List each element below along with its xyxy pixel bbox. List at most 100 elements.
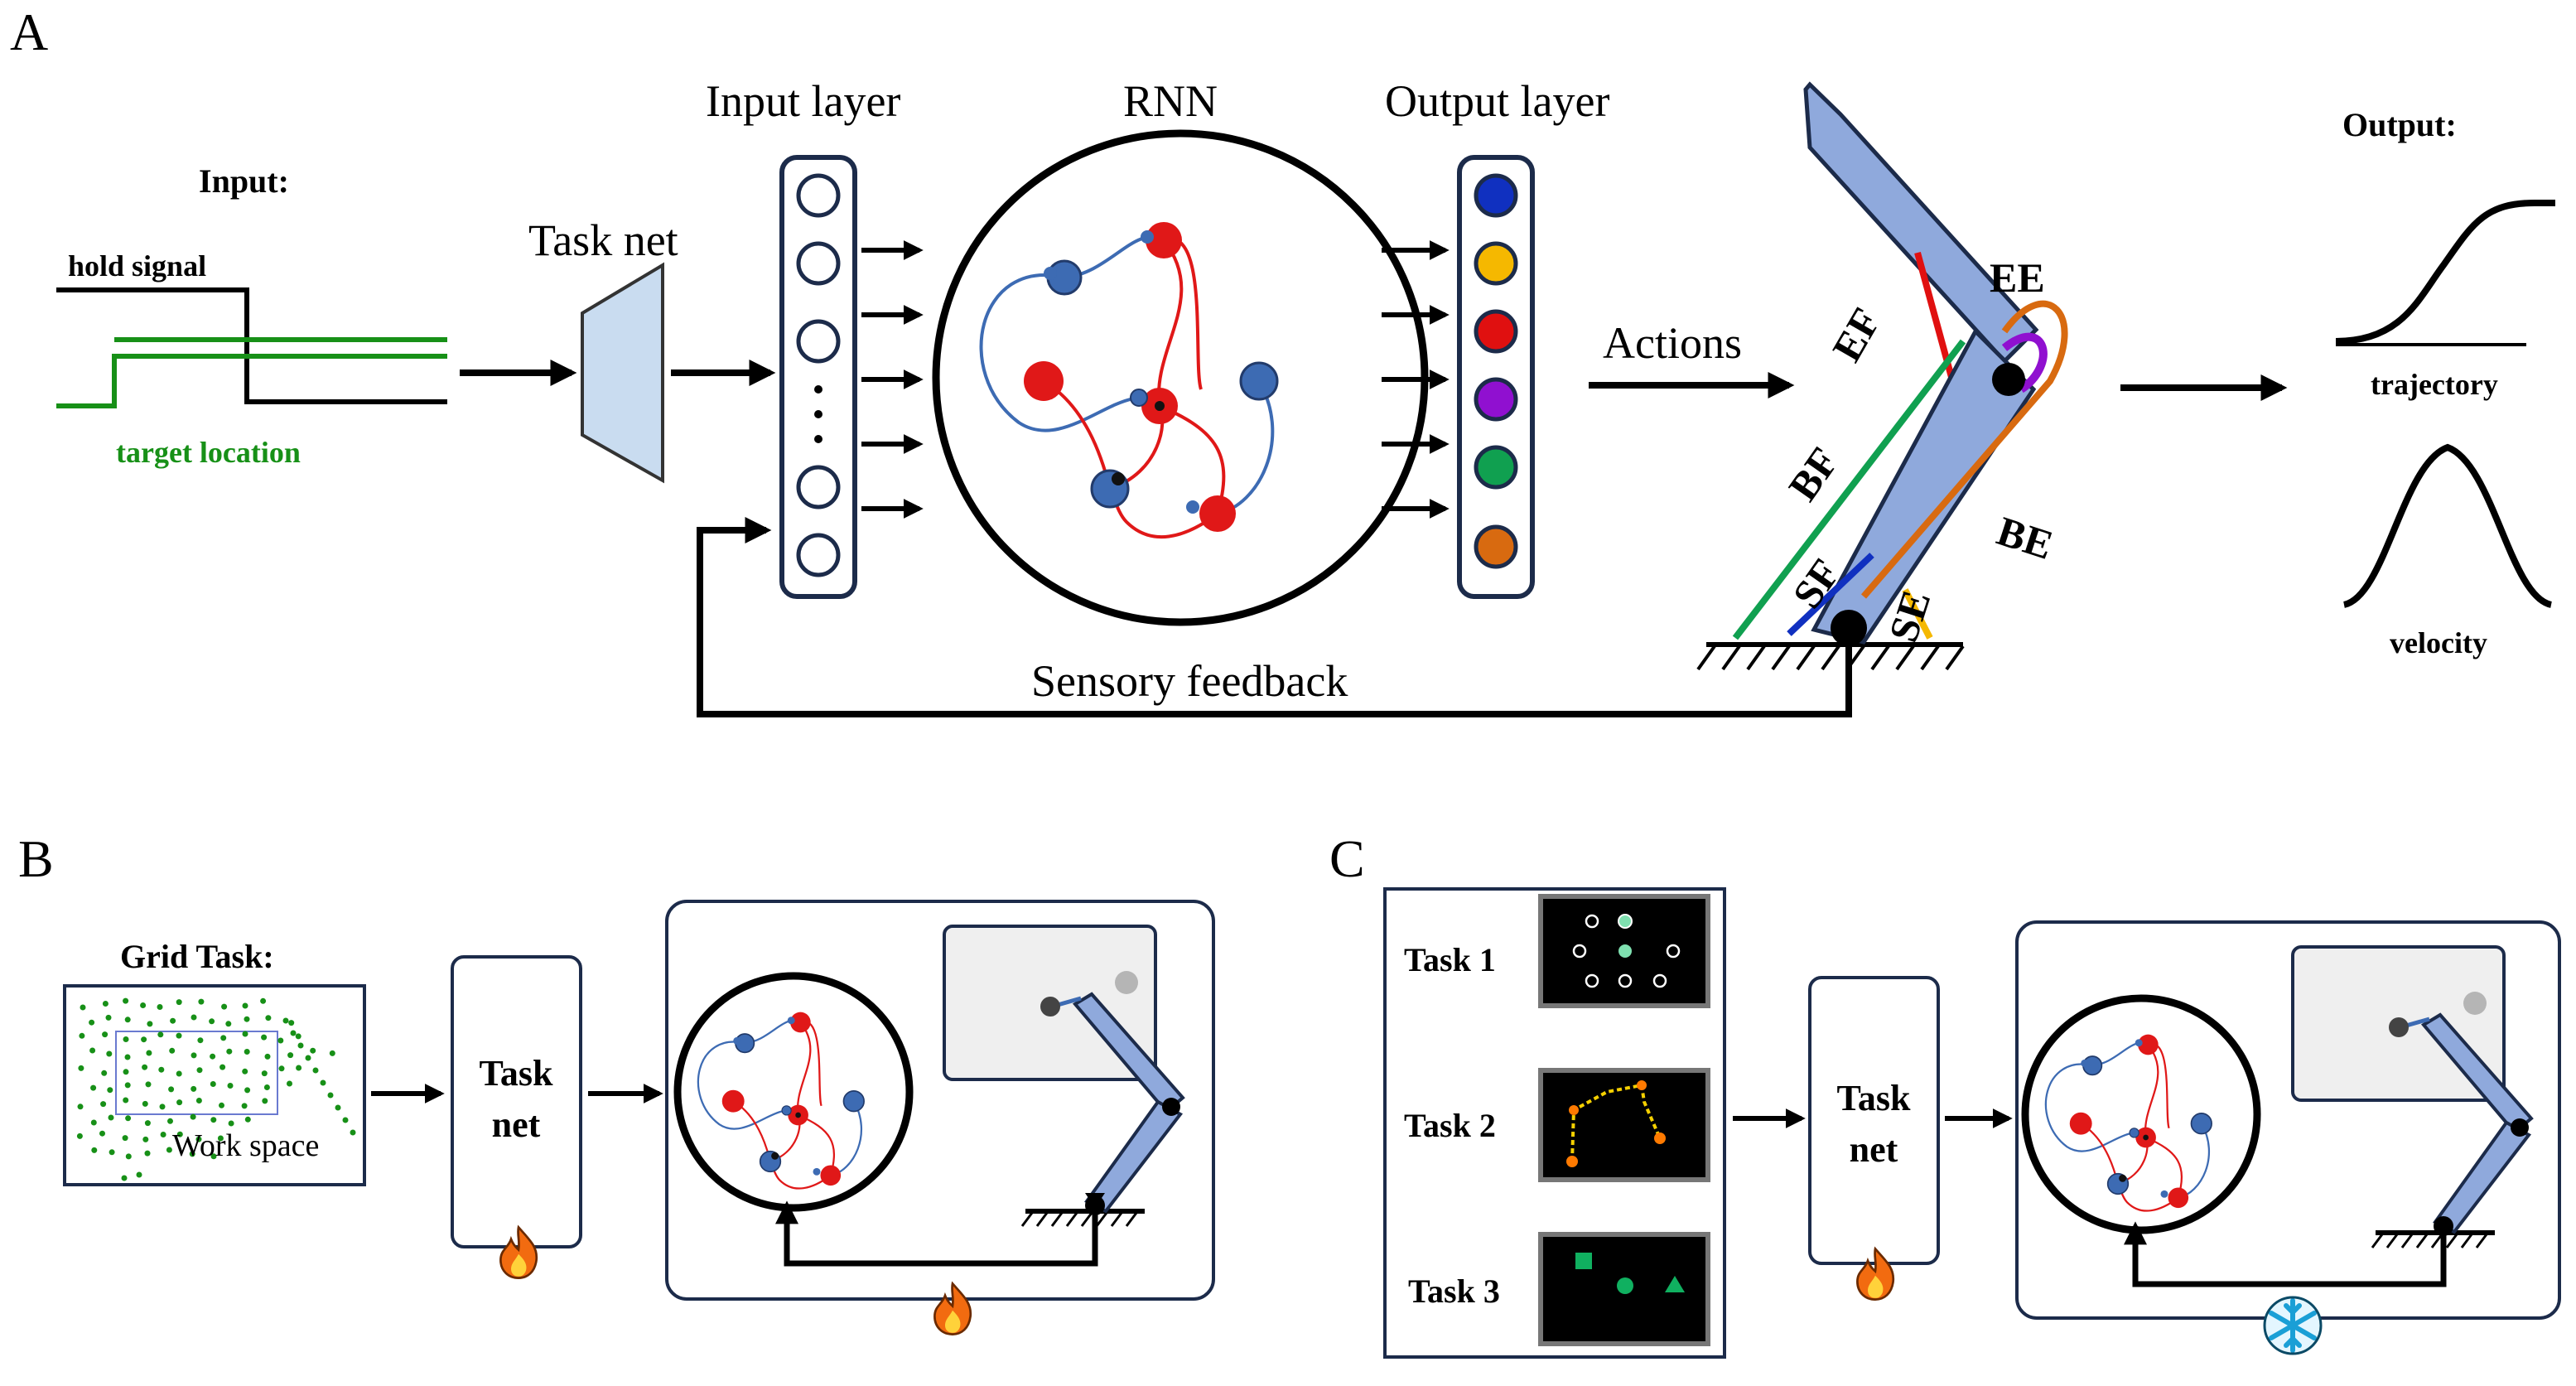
grid-target-dot <box>297 1042 304 1049</box>
grid-target-dot <box>122 1135 128 1142</box>
output-unit <box>1474 445 1518 490</box>
grid-target-dot <box>166 1147 172 1153</box>
grid-target-dot <box>169 1047 176 1054</box>
grid-target-dot <box>226 1048 233 1055</box>
grid-target-dot <box>244 1049 250 1055</box>
grid-target-dot <box>191 1085 197 1092</box>
muscle-be: BE <box>1992 507 2059 568</box>
grid-target-dot <box>89 1019 95 1026</box>
arm-model <box>1696 81 2068 671</box>
grid-target-dot <box>167 1118 173 1124</box>
grid-target-dot <box>78 1065 84 1071</box>
task2-label: Task 2 <box>1404 1107 1496 1144</box>
panel-label-c: C <box>1329 829 1365 888</box>
grid-target-dot <box>176 1099 183 1106</box>
grid-target-dot <box>107 1087 113 1094</box>
grid-target-dot <box>312 1067 319 1074</box>
grid-target-dot <box>100 1101 107 1108</box>
sensory-feedback-arrow <box>697 517 1852 717</box>
task1-active-target <box>1618 914 1633 929</box>
task2-image <box>1538 1068 1710 1182</box>
input-title: Input: <box>199 162 289 200</box>
output-unit <box>1474 524 1518 569</box>
grid-target-dot <box>176 999 182 1006</box>
grid-target-dot <box>158 1066 165 1073</box>
grid-target-dot <box>170 1017 176 1024</box>
grid-target-dot <box>176 1032 182 1039</box>
input-layer-label: Input layer <box>706 76 900 126</box>
task3-label: Task 3 <box>1408 1273 1500 1310</box>
target-dot-c <box>2463 992 2487 1015</box>
grid-target-dot <box>146 1050 152 1056</box>
grid-target-dot <box>101 1070 108 1076</box>
output-unit <box>1474 173 1518 218</box>
grid-target-dot <box>242 1068 248 1075</box>
grid-target-dot <box>227 1083 234 1089</box>
target-location-label: target location <box>116 436 301 469</box>
task3-triangle <box>1665 1276 1685 1292</box>
grid-target-dot <box>244 1116 251 1123</box>
grid-target-dot <box>242 1002 248 1009</box>
task-net-c-line1: Task <box>1837 1078 1911 1118</box>
grid-target-dot <box>123 1097 129 1103</box>
task-net-b-line1: Task <box>480 1053 553 1094</box>
grid-target-dot <box>99 1130 105 1137</box>
grid-target-dot <box>176 1070 182 1077</box>
grid-target-dot <box>189 1151 195 1157</box>
velocity-label: velocity <box>2390 626 2487 659</box>
grid-target-dot <box>76 1132 83 1139</box>
grid-target-dot <box>210 1053 216 1060</box>
arrows-input-to-rnn <box>861 240 924 519</box>
target-dot-b <box>1115 971 1138 994</box>
task1-center <box>1618 944 1632 958</box>
velocity-curve <box>2342 443 2553 608</box>
grid-target-dot <box>287 1052 294 1059</box>
task-net-b-line2: net <box>492 1104 541 1145</box>
grid-target-dot <box>329 1050 335 1056</box>
muscle-ee: EE <box>1990 254 2045 301</box>
grid-target-dot <box>210 1117 217 1123</box>
grid-target-dot <box>142 1136 149 1142</box>
grid-target-dot <box>176 1131 183 1137</box>
grid-target-dot <box>144 1150 151 1157</box>
sensory-feedback-label: Sensory feedback <box>1031 656 1348 706</box>
grid-target-dot <box>136 1171 142 1178</box>
task-net-trapezoid <box>581 262 664 484</box>
arm-c <box>2371 1012 2534 1248</box>
grid-target-dot <box>219 1064 226 1070</box>
output-units <box>1474 173 1518 569</box>
grid-target-dot <box>79 1032 85 1039</box>
task3-circle <box>1617 1277 1633 1294</box>
grid-target-dots <box>76 997 356 1181</box>
grid-target-dot <box>228 1120 234 1127</box>
task-net-box-b <box>451 955 582 1248</box>
input-layer-box <box>779 155 857 599</box>
output-unit <box>1474 377 1518 422</box>
grid-target-dot <box>159 1103 166 1110</box>
grid-target-dot <box>102 1001 109 1007</box>
grid-target-dot <box>287 1080 292 1087</box>
grid-target-dot <box>290 1030 297 1036</box>
grid-target-dot <box>260 997 267 1004</box>
grid-target-dot <box>157 1004 163 1010</box>
grid-target-dot <box>124 1017 131 1023</box>
grid-target-dot <box>190 1113 196 1120</box>
grid-target-dot <box>263 1084 270 1090</box>
output-layer-label: Output layer <box>1385 76 1609 126</box>
grid-target-dot <box>108 1114 114 1121</box>
snowflake-icon <box>2263 1296 2323 1355</box>
grid-target-dot <box>91 1147 98 1153</box>
grid-target-dot <box>144 1120 151 1127</box>
task3-square <box>1575 1253 1592 1269</box>
output-unit <box>1474 241 1518 286</box>
grid-target-dot <box>278 1065 285 1072</box>
grid-target-dot <box>142 1100 148 1107</box>
target-signal-line <box>56 354 447 408</box>
grid-target-dot <box>196 1067 203 1074</box>
grid-target-dot <box>320 1079 326 1086</box>
rnn-circle-c <box>2021 994 2261 1234</box>
grid-target-dot <box>350 1129 356 1136</box>
grid-task-title: Grid Task: <box>120 938 274 975</box>
grid-target-dot <box>168 1086 175 1093</box>
